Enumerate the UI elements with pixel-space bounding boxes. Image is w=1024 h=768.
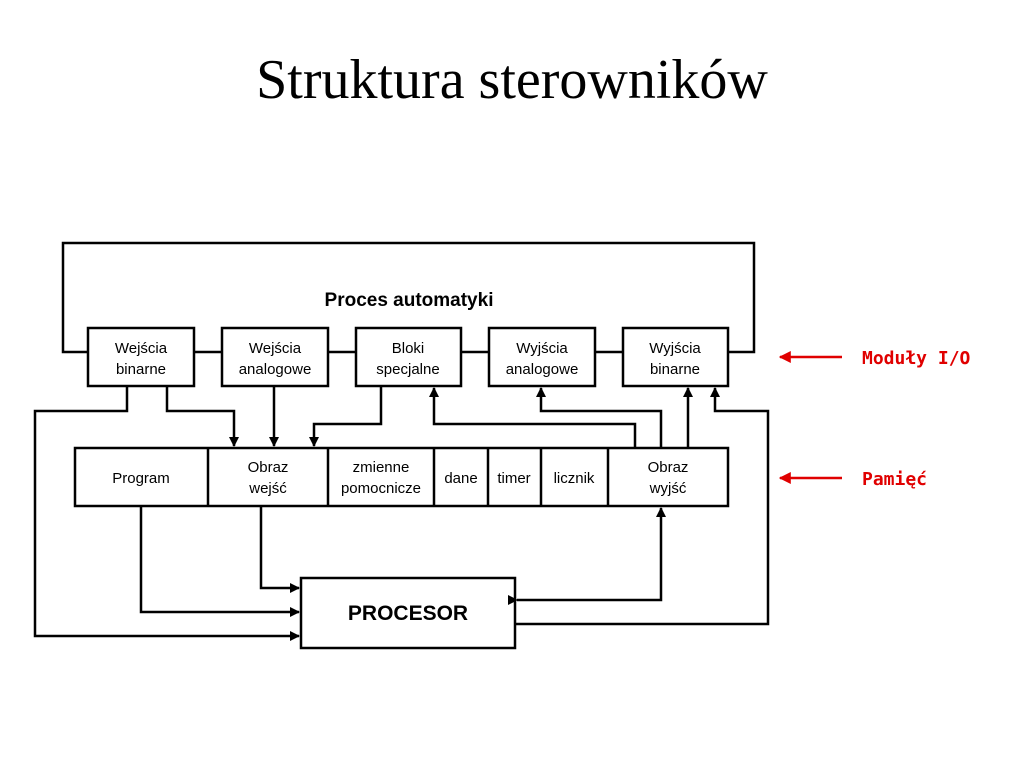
- arrow-wejscia-binarne-to-procesor: [33, 386, 300, 641]
- arrow-wejscia-binarne-to-obraz: [165, 386, 239, 447]
- svg-text:Wyjścia: Wyjścia: [516, 340, 568, 357]
- svg-text:wejść: wejść: [248, 480, 287, 497]
- pamiec-label: Pamięć: [862, 469, 927, 490]
- svg-text:zmienne: zmienne: [353, 459, 410, 476]
- process-loop-line: [61, 241, 756, 354]
- memory-licznik: licznik: [554, 470, 595, 487]
- svg-text:binarne: binarne: [116, 361, 166, 378]
- arrow-memory-to-bloki: [429, 387, 637, 448]
- svg-text:Wyjścia: Wyjścia: [649, 340, 701, 357]
- memory-zmienne-pomocnicze: zmienne pomocnicze: [341, 459, 421, 497]
- memory-obraz-wejsc: Obraz wejść: [248, 459, 289, 497]
- svg-text:Bloki: Bloki: [392, 340, 425, 357]
- svg-text:Wejścia: Wejścia: [115, 340, 168, 357]
- memory-timer: timer: [497, 470, 530, 487]
- io-module-wyjscia-analogowe: Wyjścia analogowe: [487, 326, 597, 388]
- memory-row: [73, 446, 730, 508]
- io-module-wyjscia-binarne: Wyjścia binarne: [621, 326, 730, 388]
- memory-program: Program: [112, 470, 170, 487]
- arrow-procesor-obraz-wyjsc: [508, 507, 666, 605]
- arrow-bloki-to-obraz: [309, 386, 383, 447]
- svg-text:Wejścia: Wejścia: [249, 340, 302, 357]
- arrow-program-to-procesor: [139, 506, 300, 617]
- process-label: Proces automatyki: [325, 290, 494, 311]
- io-module-wejscia-analogowe: Wejścia analogowe: [220, 326, 330, 388]
- svg-text:Obraz: Obraz: [248, 459, 289, 476]
- arrow-obraz-wyjsc-to-wyjscia-analogowe: [536, 387, 663, 448]
- svg-text:analogowe: analogowe: [239, 361, 312, 378]
- processor-box: PROCESOR: [299, 576, 517, 650]
- io-module-wejscia-binarne: Wejścia binarne: [86, 326, 196, 388]
- svg-text:Obraz: Obraz: [648, 459, 689, 476]
- moduly-io-label: Moduły I/O: [862, 348, 971, 369]
- io-module-bloki-specjalne: Bloki specjalne: [354, 326, 463, 388]
- svg-text:specjalne: specjalne: [376, 361, 439, 378]
- memory-dane: dane: [444, 470, 477, 487]
- arrow-obraz-wejsc-to-procesor: [259, 506, 300, 593]
- svg-text:PROCESOR: PROCESOR: [348, 602, 468, 625]
- memory-obraz-wyjsc: Obraz wyjść: [648, 459, 689, 497]
- svg-text:analogowe: analogowe: [506, 361, 579, 378]
- svg-text:pomocnicze: pomocnicze: [341, 480, 421, 497]
- svg-text:binarne: binarne: [650, 361, 700, 378]
- arrow-procesor-to-wyjscia-binarne: [515, 387, 770, 626]
- svg-text:wyjść: wyjść: [649, 480, 687, 497]
- slide-title: Struktura sterowników: [256, 49, 768, 111]
